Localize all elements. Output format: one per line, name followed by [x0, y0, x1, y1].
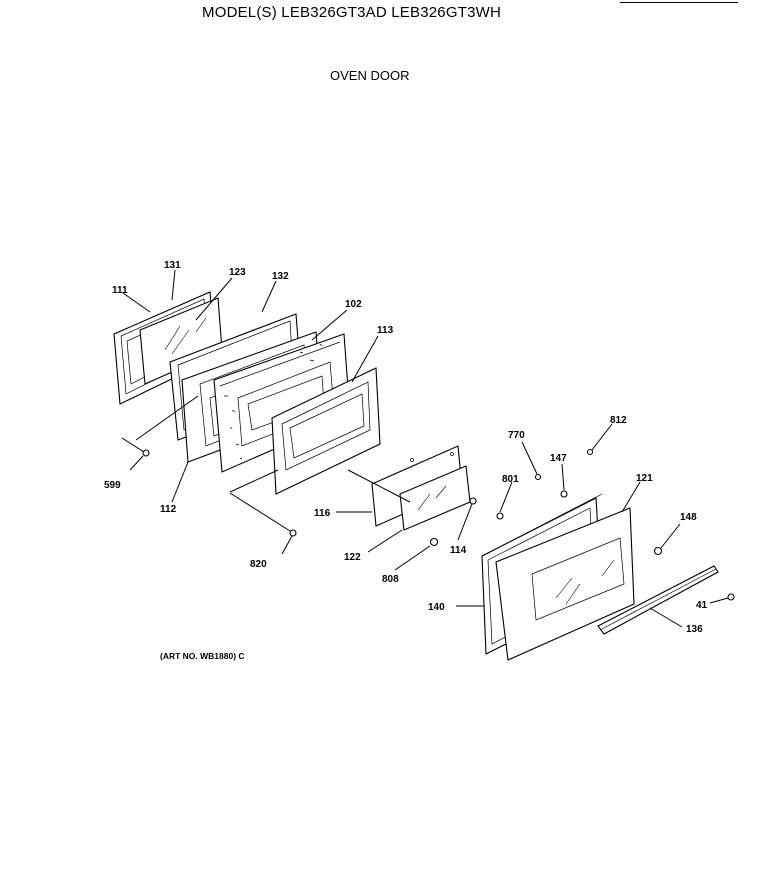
- door-liner-113: [271, 367, 381, 495]
- callout-116: 116: [314, 508, 331, 519]
- callout-131: 131: [164, 260, 181, 271]
- callout-770: 770: [508, 430, 525, 441]
- callout-102: 102: [345, 299, 362, 310]
- callout-801: 801: [502, 474, 519, 485]
- callout-122: 122: [344, 552, 361, 563]
- screw-114: [469, 497, 477, 505]
- callout-121: 121: [636, 473, 653, 484]
- callout-123: 123: [229, 267, 246, 278]
- screw-599: [121, 437, 150, 457]
- callout-41: 41: [696, 600, 708, 611]
- spacer-148: [653, 546, 663, 556]
- screw-808: [429, 537, 439, 547]
- callout-820: 820: [250, 559, 267, 570]
- callout-808: 808: [382, 574, 399, 585]
- door-handle-136: [597, 565, 719, 635]
- screw-41: [727, 593, 735, 601]
- callout-147: 147: [550, 453, 567, 464]
- screw-820: [229, 492, 297, 537]
- callout-599: 599: [104, 480, 121, 491]
- art-number: (ART NO. WB1880) C: [160, 651, 245, 661]
- callout-132: 132: [272, 271, 289, 282]
- model-title: MODEL(S) LEB326GT3AD LEB326GT3WH: [202, 4, 502, 21]
- washer-147: [560, 490, 568, 498]
- callout-113: 113: [377, 325, 394, 336]
- callout-112: 112: [160, 504, 177, 515]
- screw-801: [496, 512, 504, 520]
- callout-136: 136: [686, 624, 703, 635]
- callout-114: 114: [450, 545, 467, 556]
- header-rule: [620, 2, 738, 3]
- callout-148: 148: [680, 512, 697, 523]
- outer-glass-121: [495, 507, 635, 661]
- callout-111: 111: [112, 285, 128, 296]
- section-title: OVEN DOOR: [330, 68, 410, 83]
- callout-812: 812: [610, 415, 627, 426]
- leader-lines: [122, 269, 729, 628]
- spacer-770: [534, 473, 542, 481]
- screw-812: [586, 448, 594, 456]
- callout-140: 140: [428, 602, 445, 613]
